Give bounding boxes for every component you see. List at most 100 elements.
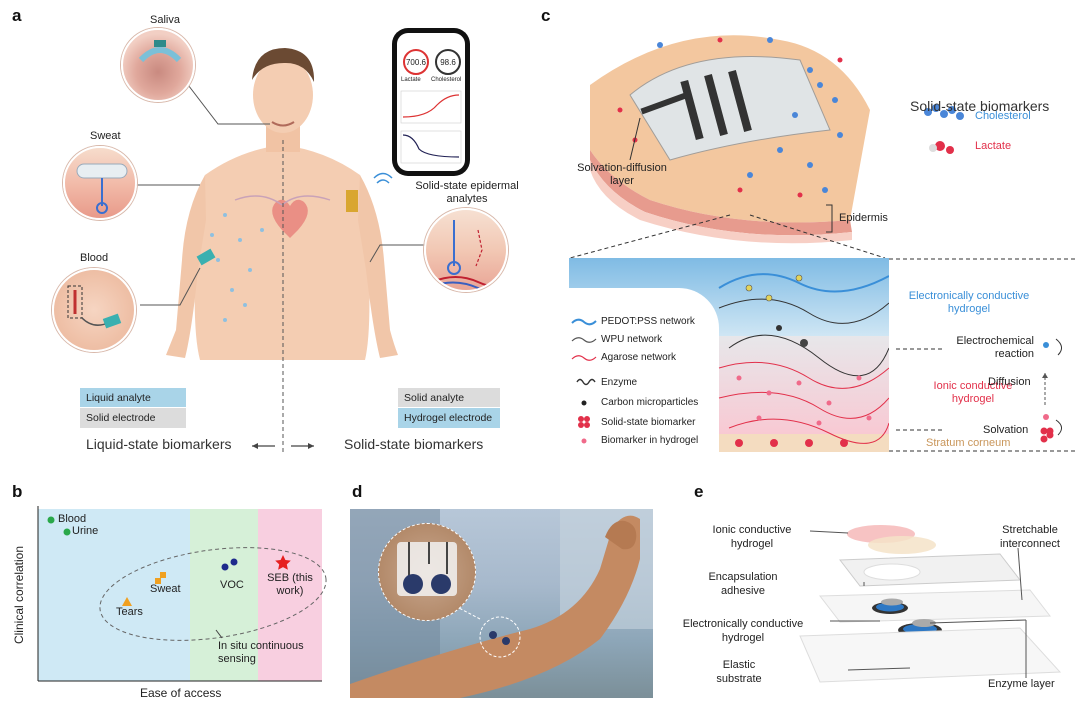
- label-solvation: Solvation: [983, 424, 1029, 436]
- legend-white-area: [569, 288, 719, 452]
- label-sweat: Sweat: [90, 130, 121, 142]
- human-body-illustration: [128, 48, 425, 455]
- panel-d-photo: [350, 509, 653, 698]
- panel-letter-e: e: [694, 482, 704, 501]
- label-voc-point: VOC: [220, 579, 244, 591]
- panel-letter-b: b: [12, 482, 23, 501]
- label-solid-state-biomarkers: Solid-state biomarkers: [910, 98, 1050, 114]
- legend-enzyme: Enzyme: [571, 376, 637, 388]
- legend-pedot-label: PEDOT:PSS network: [601, 316, 695, 327]
- label-electrochemical: Electrochemical reaction: [956, 335, 1034, 360]
- legend-wpu-label: WPU network: [601, 334, 663, 345]
- legend-enzyme-label: Enzyme: [601, 376, 638, 388]
- phone-graphs: [400, 90, 462, 164]
- label-electronic-hydrogel-e: Electronically conductive hydrogel: [682, 618, 804, 644]
- panel-letter-d: d: [352, 482, 363, 501]
- panel-letter-a: a: [12, 6, 22, 25]
- patch-electrodes-icon: [397, 542, 457, 596]
- zone-pink: [258, 509, 322, 681]
- access-correlation-plot: [37, 506, 327, 682]
- wpu-wave-icon: [571, 336, 597, 343]
- zone-green: [190, 509, 258, 681]
- label-tears-point: Tears: [116, 606, 143, 618]
- liquid-analyte-box: Liquid analyte: [80, 388, 186, 407]
- cholesterol-label: Cholesterol: [431, 77, 462, 83]
- smartphone: 700.6 98.6 Lactate Cholesterol: [392, 28, 470, 176]
- legend-carbon-label: Carbon microparticles: [601, 397, 699, 408]
- legend-solid-biomarker-label: Solid-state biomarker: [601, 416, 696, 428]
- biomarker-hydrogel-icon: [581, 438, 587, 443]
- urine-point: [63, 528, 71, 536]
- hydrogel-electrode-box: Hydrogel electrode: [398, 408, 500, 428]
- seb-point: [275, 555, 291, 570]
- blood-point: [47, 516, 55, 524]
- enzyme-icon: [576, 378, 596, 386]
- label-b-xlabel: Ease of access: [140, 686, 222, 700]
- label-solid-epidermal: Solid-state epidermal analytes: [415, 180, 519, 205]
- epidermal-inset: [424, 208, 508, 292]
- cholesterol-gauge: 98.6: [435, 49, 461, 75]
- label-sweat-point: Sweat: [150, 583, 181, 595]
- solid-biomarker-icon: [578, 416, 590, 428]
- label-liquid-biomarkers: Liquid-state biomarkers: [86, 436, 232, 452]
- sweat-sensor-icon: [76, 163, 128, 214]
- cholesterol-value: 98.6: [440, 57, 456, 67]
- legend-solid-biomarker: Solid-state biomarker: [571, 416, 695, 428]
- legend-agarose-label: Agarose network: [601, 352, 677, 363]
- label-stratum: Stratum corneum: [926, 437, 1011, 449]
- label-insitu: In situ continuous sensing: [218, 640, 304, 665]
- label-b-ylabel: Clinical correlation: [12, 545, 27, 645]
- tears-point: [122, 597, 132, 606]
- lactate-value: 700.6: [405, 57, 427, 67]
- carbon-particle-icon: [581, 400, 587, 405]
- saliva-sensor-icon: [138, 40, 182, 63]
- label-cholesterol: Cholesterol: [975, 110, 1031, 122]
- agarose-wave-icon: [571, 354, 597, 361]
- patch-zoom-inset: [378, 523, 476, 621]
- voc-point-1: [221, 563, 229, 571]
- lactate-label: Lactate: [401, 77, 421, 83]
- label-urine-point: Urine: [72, 525, 99, 537]
- legend-pedot: PEDOT:PSS network: [571, 316, 695, 327]
- label-enzyme-layer: Enzyme layer: [988, 678, 1055, 690]
- zoomed-hydrogel-box: [569, 258, 889, 452]
- sweat-inset: [63, 146, 137, 220]
- skin-block-illustration: [569, 35, 964, 259]
- label-elastic: Elastic substrate: [716, 659, 762, 685]
- saliva-inset: [121, 28, 195, 102]
- label-lactate: Lactate: [975, 140, 1012, 152]
- legend-wpu: WPU network: [571, 334, 662, 345]
- exploded-layers-illustration: [799, 525, 1062, 683]
- label-seb-point: SEB (this work): [267, 572, 313, 597]
- pedot-wave-icon: [571, 318, 597, 325]
- legend-carbon: Carbon microparticles: [571, 397, 698, 408]
- blood-sensor-icon: [67, 285, 122, 329]
- label-blood: Blood: [80, 252, 109, 264]
- legend-biomarker-hydrogel-label: Biomarker in hydrogel: [601, 435, 699, 446]
- sweat-point-2: [155, 578, 161, 584]
- label-diffusion: Diffusion: [988, 376, 1031, 388]
- lactate-gauge: 700.6: [403, 49, 429, 75]
- smartphone-screen: 700.6 98.6 Lactate Cholesterol: [397, 33, 465, 171]
- panel-letter-c: c: [541, 6, 551, 25]
- label-ionic-hydrogel-e: Ionic conductive hydrogel: [712, 524, 792, 550]
- label-stretchable: Stretchable interconnect: [1000, 524, 1060, 550]
- label-encapsulation: Encapsulation adhesive: [708, 571, 778, 597]
- solid-electrode-box: Solid electrode: [80, 408, 186, 428]
- label-ionic-hydrogel: Ionic conductive hydrogel: [933, 380, 1013, 405]
- label-saliva: Saliva: [150, 14, 180, 26]
- blood-inset: [52, 268, 136, 352]
- label-ec-hydrogel: Electronically conductive hydrogel: [908, 290, 1030, 315]
- solid-analyte-box: Solid analyte: [398, 388, 500, 407]
- network-illustration: [718, 273, 889, 447]
- zone-blue: [38, 509, 190, 681]
- epidermal-sensor-icon: [431, 220, 506, 290]
- legend-biomarker-hydrogel: Biomarker in hydrogel: [571, 435, 698, 446]
- zoom-border: [889, 258, 1075, 452]
- label-solid-biomarkers: Solid-state biomarkers: [344, 436, 484, 452]
- label-solvation-layer: Solvation-diffusion layer: [577, 162, 667, 187]
- label-epidermis: Epidermis: [839, 212, 888, 224]
- label-blood-point: Blood: [58, 513, 87, 525]
- legend-agarose: Agarose network: [571, 352, 676, 363]
- voc-point-2: [230, 558, 238, 566]
